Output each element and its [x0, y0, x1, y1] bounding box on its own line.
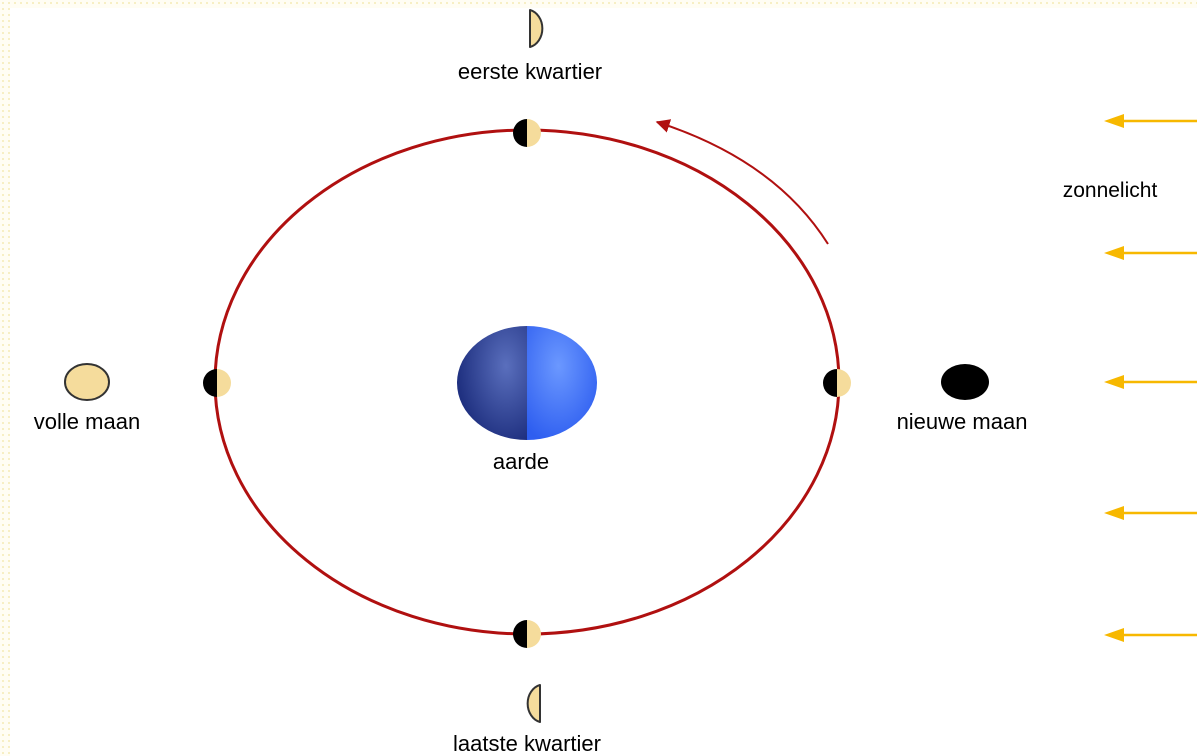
orbit-direction-arrow: [655, 119, 829, 245]
first-quarter-label: eerste kwartier: [458, 59, 602, 84]
sunlight-label: zonnelicht: [1063, 179, 1158, 202]
new-moon-icon: [941, 364, 989, 400]
full-moon-icon: [64, 363, 110, 401]
last-quarter-moon-icon: [526, 684, 541, 723]
full-moon-label: volle maan: [34, 409, 140, 434]
sunlight-arrow: [1104, 375, 1197, 389]
earth-label: aarde: [493, 449, 549, 474]
earth-icon: [457, 326, 597, 440]
sunlight-arrow: [1104, 628, 1197, 642]
sunlight-arrow: [1104, 114, 1197, 128]
sunlight-arrow: [1104, 506, 1197, 520]
sunlight-arrow: [1104, 246, 1197, 260]
new-moon-label: nieuwe maan: [897, 409, 1028, 434]
last-quarter-label: laatste kwartier: [453, 731, 601, 756]
first-quarter-moon-icon: [529, 9, 544, 48]
orbit-moon-right: [823, 369, 851, 397]
orbit-moon-bottom: [513, 620, 541, 648]
orbit-moon-left: [203, 369, 231, 397]
orbit-moon-top: [513, 119, 541, 147]
